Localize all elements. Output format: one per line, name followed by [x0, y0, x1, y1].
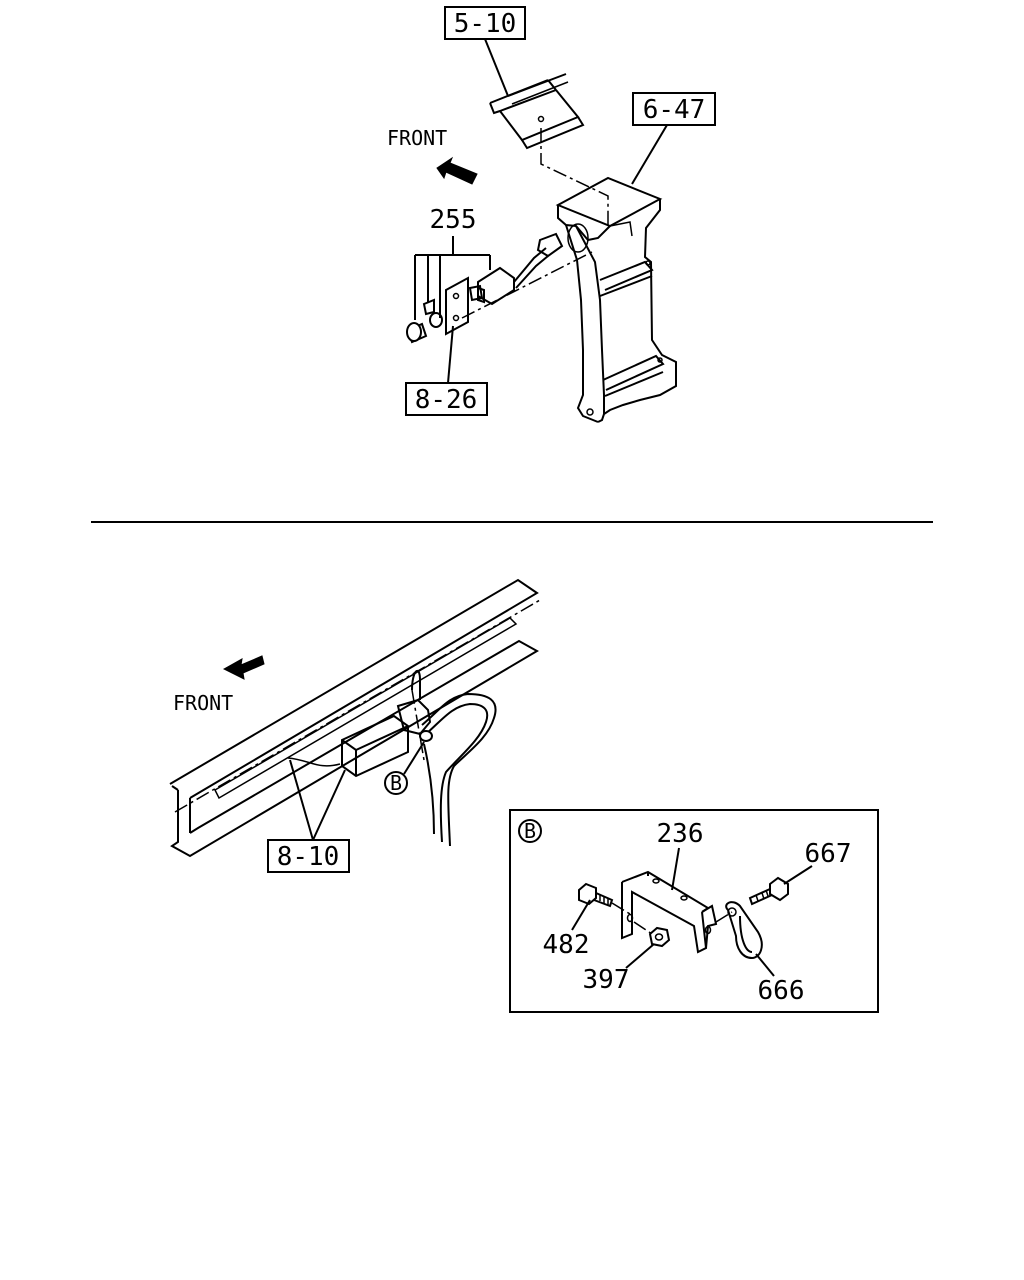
bracket-236 [621, 870, 718, 954]
part-667-label: 667 [805, 839, 852, 869]
ref-box-harness-border [267, 839, 350, 873]
detail-b-circle [518, 819, 542, 843]
detail-b-frame [509, 809, 879, 1013]
detail-callout-circle [384, 771, 408, 795]
detail-callout-b: B [384, 741, 425, 795]
front-indicator-upper: FRONT [387, 126, 478, 185]
wiring-harness [287, 669, 497, 847]
bolt-482 [578, 882, 631, 915]
ref-harness-label: 8-10 [277, 842, 340, 872]
part-666-label: 666 [758, 976, 805, 1006]
ref-frame-leader [484, 38, 509, 97]
bolt-667 [748, 876, 789, 906]
ref-box-switch-border [405, 382, 488, 416]
part-482-label: 482 [543, 930, 590, 960]
leader-482 [571, 899, 591, 931]
detail-b-view: B [509, 809, 879, 1013]
ref-ladder-label: 6-47 [643, 95, 706, 125]
detail-callout-label: B [390, 771, 402, 795]
front-indicator-lower: FRONT [173, 655, 265, 715]
ref-box-ladder-border [632, 92, 716, 126]
leader-397 [625, 943, 655, 969]
part-255-label: 255 [430, 205, 477, 235]
leader-666 [755, 953, 775, 977]
ref-switch-leader [447, 325, 454, 384]
detail-b-title: B [524, 819, 536, 843]
ref-harness-leader [289, 759, 346, 841]
ladder-bracket [555, 176, 677, 423]
ref-frame-label: 5-10 [454, 9, 517, 39]
switch-assembly [406, 232, 564, 344]
part-255-group: 255 [414, 205, 491, 320]
part-236-label: 236 [657, 819, 704, 849]
upper-view: 5-10 FRONT 6-47 [387, 6, 716, 423]
nut-397 [633, 921, 671, 948]
ref-box-frame: 5-10 [444, 6, 526, 97]
lower-view: FRONT B [169, 578, 541, 873]
ref-box-harness: 8-10 [267, 759, 350, 873]
mount-centerline [540, 128, 609, 226]
part-397-label: 397 [583, 965, 630, 995]
ref-ladder-leader [631, 124, 668, 185]
front-label-upper: FRONT [387, 126, 447, 150]
front-label-lower: FRONT [173, 691, 233, 715]
detail-callout-leader [403, 741, 425, 775]
ref-box-ladder: 6-47 [631, 92, 716, 185]
front-arrow-upper-icon [436, 156, 478, 185]
frame-rail [169, 578, 541, 858]
front-arrow-lower-icon [222, 655, 265, 680]
ref-switch-label: 8-26 [415, 385, 478, 415]
leader-667 [783, 865, 813, 885]
leader-236 [671, 847, 680, 891]
switch-mount-centerline [461, 251, 593, 319]
ref-box-switch: 8-26 [405, 325, 488, 416]
clip-666 [715, 901, 763, 960]
cross-member-channel [489, 73, 585, 150]
